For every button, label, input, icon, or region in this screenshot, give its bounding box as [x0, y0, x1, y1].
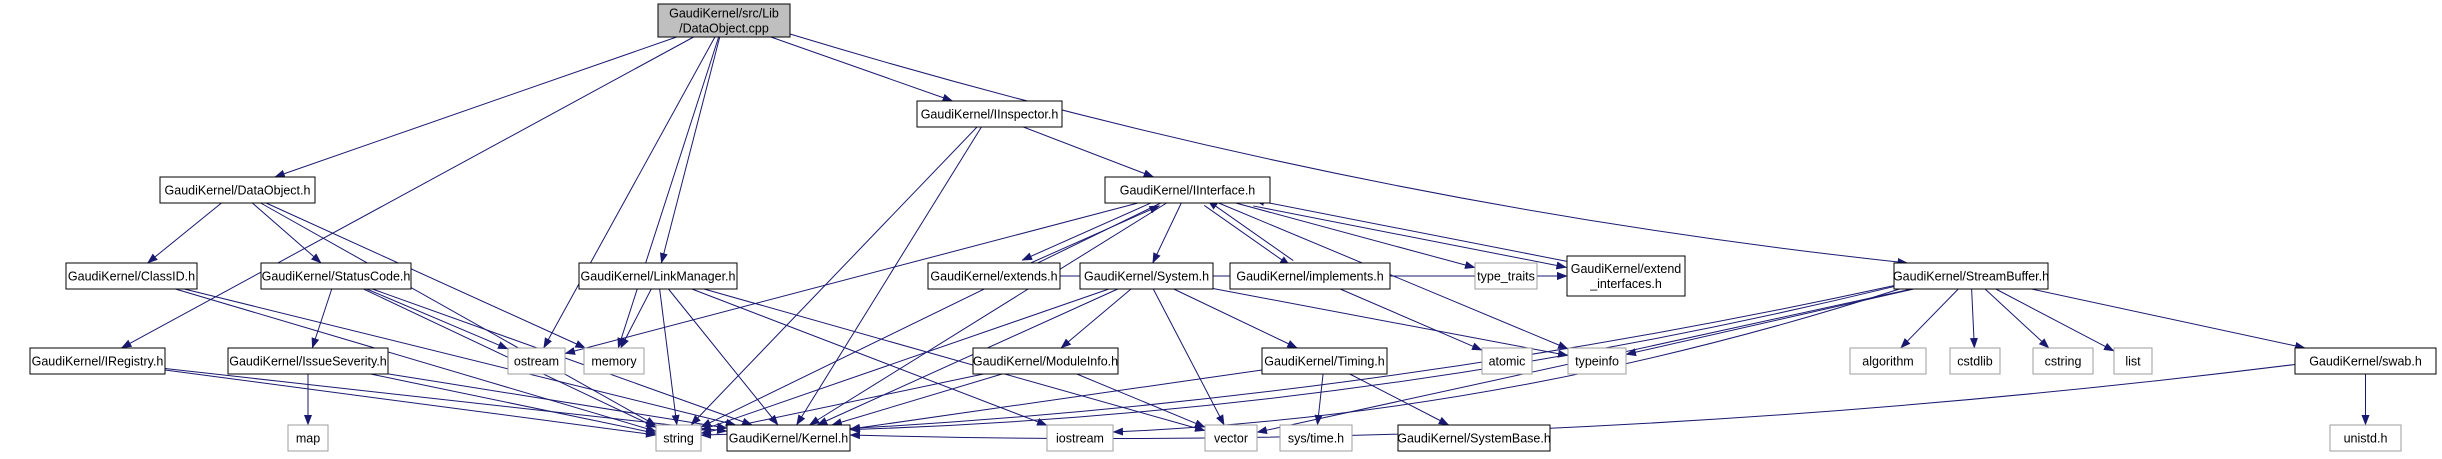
edge-streambuffer-to-swab [2031, 288, 2306, 350]
node-classid[interactable]: GaudiKernel/ClassID.h [65, 262, 198, 290]
edge-timing-to-systime [1314, 373, 1324, 426]
edge-streambuffer-to-string [700, 285, 1895, 439]
edge-streambuffer-to-typeinfo [1625, 288, 1914, 357]
edge-classid-to-kernel [184, 288, 737, 427]
node-cstdlib: cstdlib [1949, 347, 2001, 375]
node-swab[interactable]: GaudiKernel/swab.h [2294, 347, 2437, 375]
edge-iregistry-to-kernel [164, 368, 728, 435]
edge-statuscode-to-ostream [366, 288, 509, 350]
edge-iinterface-to-extend_interfaces [1253, 205, 1567, 270]
edge-implements-to-atomic [1339, 288, 1483, 351]
edge-iinterface-to-system [1152, 202, 1182, 264]
edge-iinterface-to-type_traits [1235, 202, 1476, 269]
edge-linkmanager-to-kernel [668, 288, 779, 426]
node-vector: vector [1204, 424, 1258, 452]
edge-system-to-vector [1152, 288, 1225, 426]
node-ostream: ostream [507, 347, 566, 375]
node-system[interactable]: GaudiKernel/System.h [1079, 262, 1214, 290]
node-root: GaudiKernel/src/Lib/DataObject.cpp [657, 3, 791, 38]
edge-system-to-kernel [816, 288, 1118, 426]
edge-linkmanager-to-memory [620, 288, 652, 349]
edge-iinterface-to-extends [1021, 199, 1158, 261]
node-list: list [2113, 347, 2153, 375]
node-moduleinfo[interactable]: GaudiKernel/ModuleInfo.h [972, 347, 1119, 375]
node-linkmanager[interactable]: GaudiKernel/LinkManager.h [578, 262, 738, 290]
edge-linkmanager-to-iostream [691, 288, 1048, 426]
edge-system-to-timing [1173, 288, 1298, 349]
node-dataobject_h[interactable]: GaudiKernel/DataObject.h [159, 176, 316, 204]
node-issueseverity[interactable]: GaudiKernel/IssueSeverity.h [227, 347, 389, 375]
node-systembase[interactable]: GaudiKernel/SystemBase.h [1397, 424, 1551, 452]
edge-dataobject_h-to-statuscode [252, 202, 322, 264]
node-extends[interactable]: GaudiKernel/extends.h [927, 262, 1061, 290]
edge-linkmanager-to-string [659, 288, 680, 426]
edge-streambuffer-to-list [1995, 288, 2115, 352]
node-timing[interactable]: GaudiKernel/Timing.h [1261, 347, 1388, 375]
node-kernel[interactable]: GaudiKernel/Kernel.h [726, 424, 851, 452]
node-memory: memory [583, 347, 645, 375]
node-iinterface[interactable]: GaudiKernel/IInterface.h [1104, 176, 1271, 204]
node-inspector[interactable]: GaudiKernel/IInspector.h [916, 100, 1063, 128]
edge-system-to-typeinfo [1212, 288, 1569, 358]
edge-dataobject_h-to-memory [265, 202, 586, 349]
edge-root-to-iregistry [120, 36, 694, 349]
edge-iinterface-to-kernel [808, 202, 1167, 426]
edge-moduleinfo-to-string [700, 373, 984, 436]
edge-moduleinfo-to-kernel [831, 373, 1003, 426]
edge-moduleinfo-to-vector [1076, 373, 1206, 428]
node-statuscode[interactable]: GaudiKernel/StatusCode.h [260, 262, 412, 290]
edge-streambuffer-to-cstring [1984, 288, 2050, 349]
edge-inspector-to-iinterface [1023, 126, 1155, 178]
edge-timing-to-kernel [849, 369, 1263, 432]
edge-inspector-to-kernel [796, 126, 982, 426]
edge-system-to-string [700, 288, 1110, 431]
edge-root-to-inspector [770, 36, 954, 102]
edge-dataobject_h-to-string [260, 202, 657, 426]
node-extend_interfaces[interactable]: GaudiKernel/extend_interfaces.h [1566, 255, 1686, 297]
node-algorithm: algorithm [1849, 347, 1927, 375]
edge-issueseverity-to-string [370, 373, 657, 436]
edge-root-to-linkmanager [659, 36, 721, 264]
edge-streambuffer-to-kernel [849, 286, 1895, 434]
node-iregistry[interactable]: GaudiKernel/IRegistry.h [29, 347, 166, 375]
node-implements[interactable]: GaudiKernel/implements.h [1229, 262, 1391, 290]
edge-issueseverity-to-kernel [387, 373, 728, 431]
node-map: map [287, 424, 329, 452]
edge-classid-to-string [175, 288, 657, 433]
edge-dataobject_h-to-classid [147, 202, 222, 264]
node-atomic: atomic [1481, 347, 1533, 375]
edge-root-to-streambuffer [789, 33, 1909, 266]
node-systime: sys/time.h [1279, 424, 1353, 452]
node-string: string [655, 424, 702, 452]
edge-streambuffer-to-algorithm [1900, 288, 1959, 349]
edge-iinterface-to-implements [1204, 205, 1291, 266]
edge-linkmanager-to-vector [703, 288, 1206, 432]
edge-streambuffer-to-cstdlib [1969, 288, 1978, 349]
node-cstring: cstring [2032, 347, 2094, 375]
edge-timing-to-systembase [1349, 373, 1450, 426]
node-iostream: iostream [1046, 424, 1114, 452]
node-unistd: unistd.h [2329, 424, 2402, 452]
edge-iregistry-to-string [164, 369, 657, 438]
edge-iinterface-to-string [700, 202, 1162, 428]
node-typeinfo: typeinfo [1567, 347, 1627, 375]
node-type_traits: type_traits [1474, 262, 1538, 290]
edge-root-to-ostream [543, 36, 716, 349]
edge-root-to-memory [617, 36, 720, 349]
edge-root-to-dataobject_h [274, 36, 677, 178]
edge-extend_interfaces-to-iinterface [1253, 198, 1568, 262]
edge-statuscode-to-issueseverity [311, 288, 333, 349]
edge-implements-to-iinterface [1207, 200, 1294, 261]
edge-extends-to-iinterface [1024, 205, 1160, 267]
edge-system-to-moduleinfo [1060, 288, 1132, 349]
edge-iinterface-to-ostream [564, 202, 1139, 355]
node-streambuffer[interactable]: GaudiKernel/StreamBuffer.h [1893, 262, 2049, 290]
